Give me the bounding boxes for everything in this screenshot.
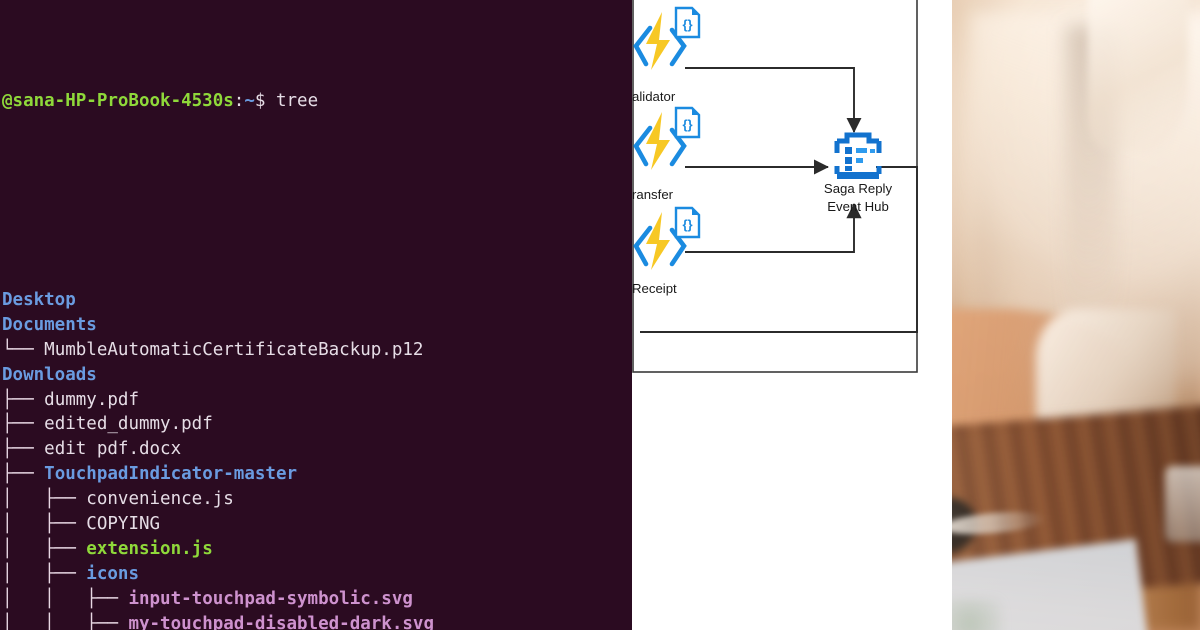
- tree-line: ├── TouchpadIndicator-master: [2, 462, 632, 487]
- tree-branch: ├──: [2, 389, 45, 410]
- connector-receipt-to-hub: [685, 203, 862, 253]
- json-doc-badge-receipt: {}: [674, 206, 701, 239]
- hub-label: Saga Reply Event Hub: [788, 180, 928, 216]
- tree-file-name: convenience.js: [86, 489, 234, 510]
- tree-file-name: COPYING: [86, 513, 161, 534]
- tree-file-name: edited_dummy.pdf: [44, 414, 213, 435]
- tree-line: ├── edit pdf.docx: [2, 437, 632, 462]
- tree-branch: │ │ ├──: [2, 588, 129, 609]
- azure-function-icon-transfer[interactable]: {}: [633, 106, 701, 170]
- tree-file-name: my-touchpad-disabled-dark.svg: [128, 613, 434, 630]
- tree-branch: ├──: [2, 464, 45, 485]
- tree-line: ├── edited_dummy.pdf: [2, 412, 632, 437]
- tree-file-name: edit pdf.docx: [44, 439, 182, 460]
- hub-label-line1: Saga Reply: [823, 181, 893, 196]
- svg-text:{}: {}: [682, 217, 692, 232]
- tree-branch: │ ├──: [2, 538, 87, 559]
- prompt-tilde: ~: [244, 90, 255, 111]
- terminal-blank-line: [2, 188, 632, 213]
- prompt-colon: :: [233, 90, 245, 111]
- tree-branch: │ ├──: [2, 513, 87, 534]
- tree-branch: ├──: [2, 414, 45, 435]
- photo-color-blot: [952, 598, 1002, 630]
- tree-line: ├── dummy.pdf: [2, 388, 632, 413]
- tree-branch: │ │ ├──: [2, 613, 129, 630]
- event-hub-icon[interactable]: [834, 132, 882, 179]
- json-doc-badge-transfer: {}: [674, 106, 701, 139]
- azure-function-icon-receipt[interactable]: {}: [633, 206, 701, 270]
- diagram-container-box: [632, 0, 918, 373]
- tree-line: │ ├── COPYING: [2, 512, 632, 537]
- tree-directory-name: TouchpadIndicator-master: [44, 464, 298, 485]
- svg-text:{}: {}: [682, 117, 692, 132]
- json-doc-badge-validator: {}: [674, 6, 701, 39]
- connector-hub-feedback-loop: [640, 166, 918, 333]
- tree-directory-name: Documents: [2, 314, 97, 335]
- node-label-validator: alidator: [632, 89, 676, 104]
- node-label-transfer: ransfer: [632, 187, 674, 202]
- diagram-canvas: {} {}: [632, 0, 918, 373]
- tree-directory-name: icons: [86, 563, 139, 584]
- svg-text:{}: {}: [682, 17, 692, 32]
- terminal-command: tree: [275, 90, 319, 111]
- tree-line: │ │ ├── input-touchpad-symbolic.svg: [2, 587, 632, 612]
- tree-line: │ ├── icons: [2, 562, 632, 587]
- tree-line: │ ├── extension.js: [2, 537, 632, 562]
- tree-branch: └──: [2, 339, 45, 360]
- tree-file-name: dummy.pdf: [44, 389, 139, 410]
- connector-validator-to-hub: [685, 67, 862, 133]
- tree-file-name: MumbleAutomaticCertificateBackup.p12: [44, 339, 424, 360]
- tree-branch: ├──: [2, 439, 45, 460]
- tree-line: │ │ ├── my-touchpad-disabled-dark.svg: [2, 612, 632, 630]
- prompt-dollar: $: [254, 90, 266, 111]
- prompt-space: [265, 91, 276, 111]
- azure-function-icon-validator[interactable]: {}: [633, 6, 701, 70]
- tree-line: Documents: [2, 313, 632, 338]
- person-at-desk-photo: [952, 0, 1200, 630]
- hub-label-line2: Event Hub: [827, 199, 889, 214]
- tree-line: └── MumbleAutomaticCertificateBackup.p12: [2, 338, 632, 363]
- terminal-prompt-line: @sana-HP-ProBook-4530s:~$ tree: [2, 89, 632, 114]
- node-label-receipt: Receipt: [632, 281, 677, 296]
- tree-line: Desktop: [2, 288, 632, 313]
- prompt-user-host: @sana-HP-ProBook-4530s: [2, 90, 234, 111]
- tree-directory-name: Desktop: [2, 289, 76, 310]
- tree-line: │ ├── convenience.js: [2, 487, 632, 512]
- tree-branch: │ ├──: [2, 563, 87, 584]
- tree-line: Downloads: [2, 363, 632, 388]
- tree-branch: │ ├──: [2, 489, 87, 510]
- tree-file-name: input-touchpad-symbolic.svg: [128, 588, 413, 609]
- tree-directory-name: Downloads: [2, 364, 97, 385]
- tree-file-name: extension.js: [86, 538, 213, 559]
- photo-shirt-collar: [1088, 0, 1188, 152]
- photo-glass: [1165, 466, 1200, 542]
- photo-warm-grade: [952, 0, 1200, 630]
- architecture-diagram-panel[interactable]: {} {}: [632, 0, 952, 630]
